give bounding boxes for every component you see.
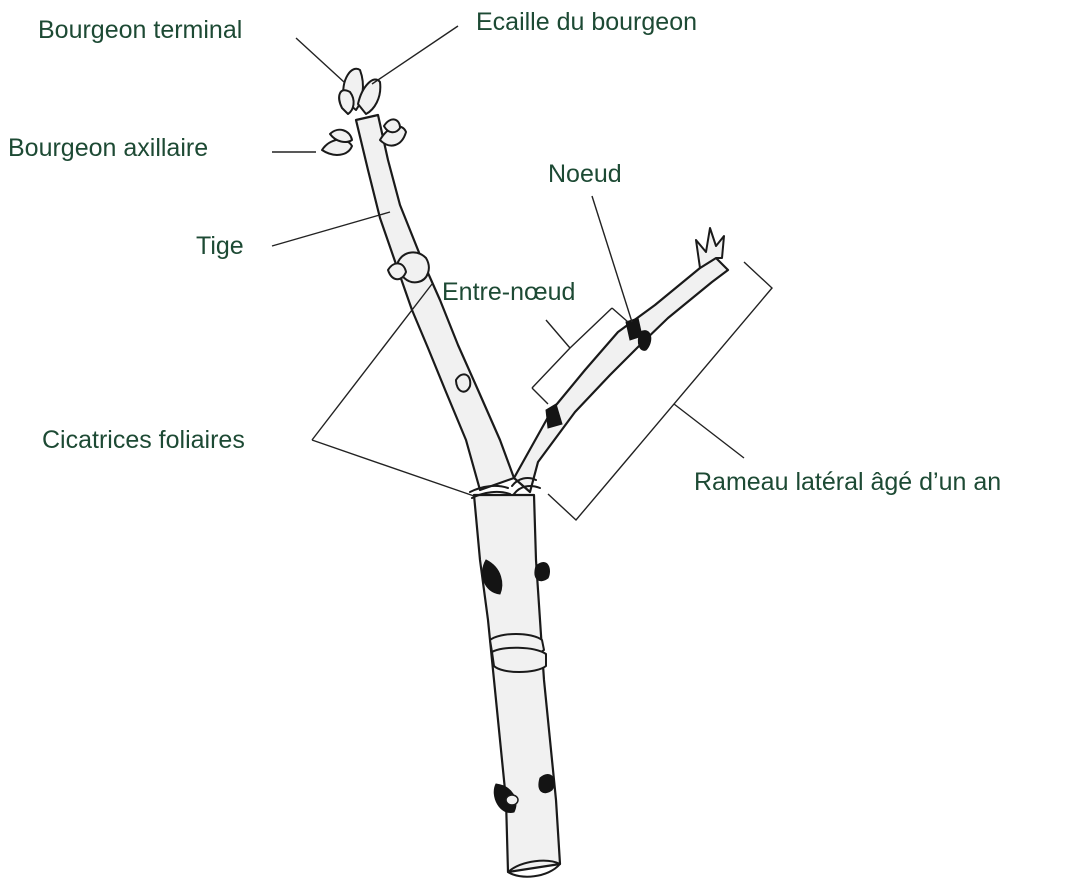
- mid-stem-bud-scale: [388, 263, 406, 279]
- leader-cicatrices-lower: [312, 440, 474, 496]
- leader-ecaille: [372, 26, 458, 84]
- leader-bourgeon-terminal: [296, 38, 344, 82]
- twig-illustration: [322, 69, 728, 877]
- lower-stem-bud: [456, 374, 470, 391]
- bud-scale-scar-ring-2: [492, 648, 546, 672]
- label-entre-noeud: Entre-nœud: [442, 278, 575, 306]
- label-tige: Tige: [196, 232, 244, 260]
- label-ecaille: Ecaille du bourgeon: [476, 8, 697, 36]
- main-trunk: [474, 495, 560, 872]
- label-cicatrices: Cicatrices foliaires: [42, 426, 245, 454]
- terminal-bud-scale-3: [339, 90, 353, 114]
- label-bourgeon-axillaire: Bourgeon axillaire: [8, 134, 208, 162]
- label-rameau: Rameau latéral âgé d’un an: [694, 468, 1001, 496]
- trunk-bud-eye: [506, 795, 518, 805]
- labels: Bourgeon terminal Ecaille du bourgeon Bo…: [8, 8, 1001, 496]
- axillary-bud-right-2: [384, 119, 400, 132]
- leader-cicatrices-upper: [312, 284, 432, 440]
- trunk-leaf-scar-4: [539, 775, 554, 793]
- label-noeud: Noeud: [548, 160, 622, 188]
- label-bourgeon-terminal: Bourgeon terminal: [38, 16, 242, 44]
- leader-tige: [272, 212, 390, 246]
- trunk-leaf-scar-2: [535, 563, 550, 581]
- lateral-node-scar-2: [638, 331, 650, 351]
- leader-noeud: [592, 196, 632, 322]
